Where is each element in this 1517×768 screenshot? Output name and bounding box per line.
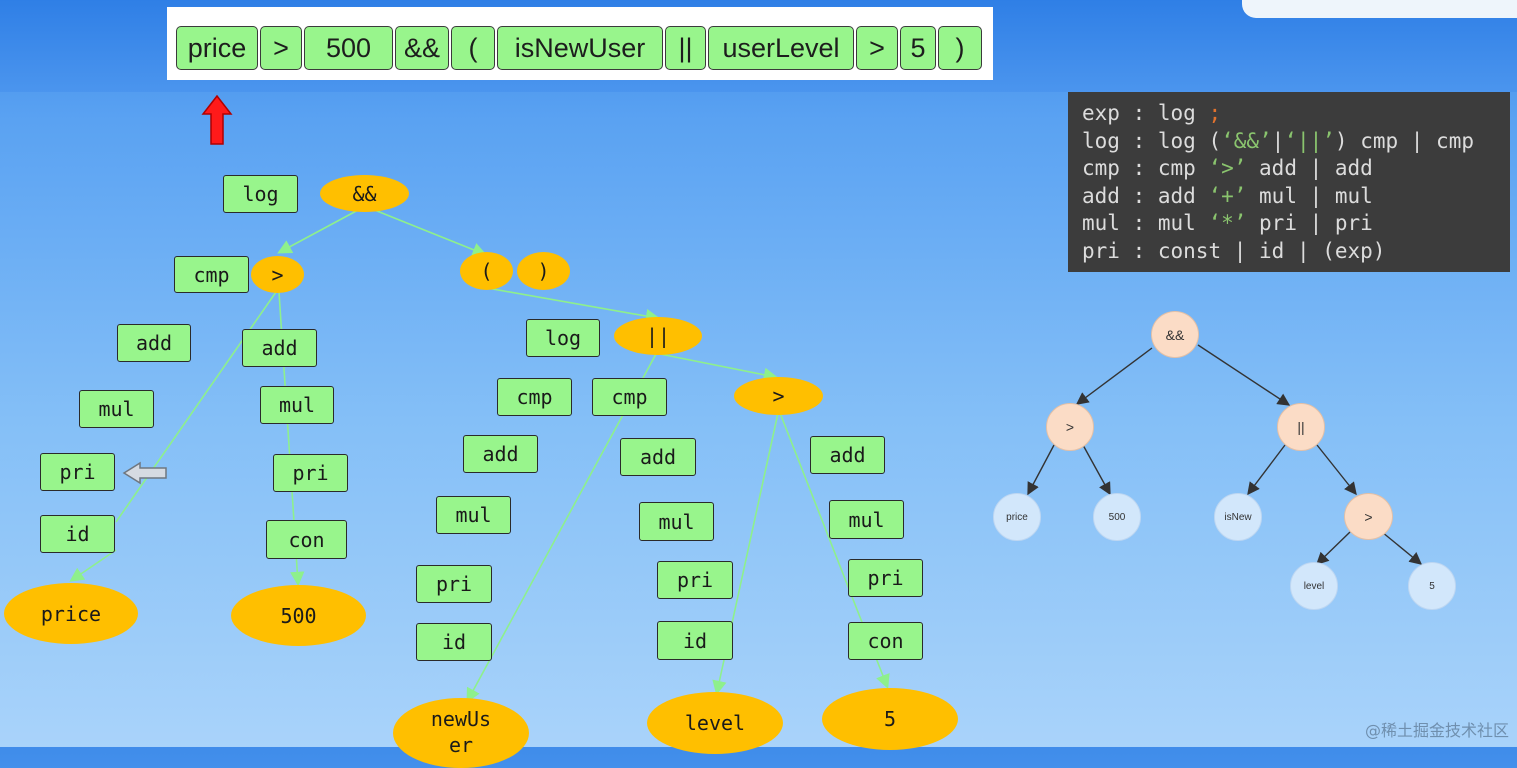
node-gt-1: > <box>251 256 304 293</box>
node-add-2: add <box>242 329 317 367</box>
node-price: price <box>4 583 138 644</box>
edge-paren-or <box>486 287 661 324</box>
node-pri-1: pri <box>40 453 115 491</box>
node-mul-1: mul <box>79 390 154 428</box>
node-mul-3: mul <box>436 496 511 534</box>
node-lparen: ( <box>460 252 513 290</box>
token-price: price <box>176 26 258 70</box>
ast-node-price: price <box>993 493 1041 541</box>
node-mul-4: mul <box>639 502 714 541</box>
edge-id-price <box>69 549 117 582</box>
token-5: 5 <box>900 26 936 70</box>
token-gt-2: > <box>856 26 898 70</box>
red-up-arrow-icon <box>201 94 233 145</box>
node-add-5: add <box>810 436 885 474</box>
node-or: || <box>614 317 702 355</box>
top-right-card <box>1242 0 1517 18</box>
pointer-left-arrow-icon <box>122 461 167 485</box>
node-id-1: id <box>40 515 115 553</box>
node-cmp-1: cmp <box>174 256 249 293</box>
ast-node-and: && <box>1151 311 1199 358</box>
token-rparen: ) <box>938 26 982 70</box>
node-con-5: con <box>848 622 923 660</box>
ast-edge-gt2-5 <box>1381 531 1423 565</box>
ast-node-gt-2: > <box>1344 493 1393 540</box>
edge-or-gt2 <box>659 353 779 382</box>
node-pri-2: pri <box>273 454 348 492</box>
node-pri-5: pri <box>848 559 923 597</box>
node-500: 500 <box>231 585 366 646</box>
node-rparen: ) <box>517 252 570 290</box>
node-cmp-3: cmp <box>497 378 572 416</box>
grammar-rule: cmp : cmp ‘>’ add | add <box>1082 156 1373 181</box>
node-log-2: log <box>526 319 600 357</box>
token-panel: price > 500 && ( isNewUser || userLevel … <box>167 7 993 80</box>
watermark: @稀土掘金技术社区 <box>1364 721 1509 740</box>
ast-node-5: 5 <box>1408 562 1456 610</box>
token-or: || <box>665 26 706 70</box>
ast-edge-gt-price <box>1027 444 1055 496</box>
node-pri-4: pri <box>657 561 733 599</box>
edge-and-paren <box>371 208 487 257</box>
grammar-rule: exp : log ; <box>1082 101 1222 125</box>
ast-edges <box>1027 344 1423 565</box>
node-cmp-4: cmp <box>592 378 667 416</box>
node-mul-5: mul <box>829 500 904 539</box>
grammar-rule: add : add ‘+’ mul | mul <box>1082 183 1373 208</box>
grammar-rule: mul : mul ‘*’ pri | pri <box>1082 211 1373 236</box>
token-gt: > <box>260 26 302 70</box>
node-gt-2: > <box>734 377 823 415</box>
token-lparen: ( <box>451 26 495 70</box>
ast-edge-or-isnew <box>1247 444 1286 496</box>
ast-node-level: level <box>1290 562 1338 610</box>
node-id-4: id <box>657 621 733 660</box>
grammar-panel: exp : log ; log : log (‘&&’|‘||’) cmp | … <box>1068 92 1510 272</box>
token-userlevel: userLevel <box>708 26 854 70</box>
ast-node-gt: > <box>1046 403 1094 451</box>
node-add-1: add <box>117 324 191 362</box>
ast-edge-root-gt <box>1075 347 1153 405</box>
edge-and-gt <box>277 208 361 254</box>
ast-edge-gt2-level <box>1315 531 1351 565</box>
ast-edge-root-or <box>1197 344 1291 406</box>
ast-edge-or-gt2 <box>1316 444 1357 496</box>
node-5: 5 <box>822 688 958 750</box>
token-isnewuser: isNewUser <box>497 26 663 70</box>
ast-node-500: 500 <box>1093 493 1141 541</box>
grammar-rule: log : log (‘&&’|‘||’) cmp | cmp <box>1082 128 1474 153</box>
node-pri-3: pri <box>416 565 492 603</box>
ast-edge-gt-500 <box>1082 444 1111 496</box>
node-log-1: log <box>223 175 298 213</box>
ast-node-or: || <box>1277 403 1325 451</box>
node-add-4: add <box>620 438 696 476</box>
node-add-3: add <box>463 435 538 473</box>
node-and: && <box>320 175 409 212</box>
node-id-3: id <box>416 623 492 661</box>
node-mul-2: mul <box>260 386 334 424</box>
ast-node-isnew: isNew <box>1214 493 1262 541</box>
node-level: level <box>647 692 783 754</box>
token-and: && <box>395 26 449 70</box>
grammar-rule: pri : const | id | (exp) <box>1082 238 1386 263</box>
node-con-2: con <box>266 520 347 559</box>
token-500: 500 <box>304 26 393 70</box>
